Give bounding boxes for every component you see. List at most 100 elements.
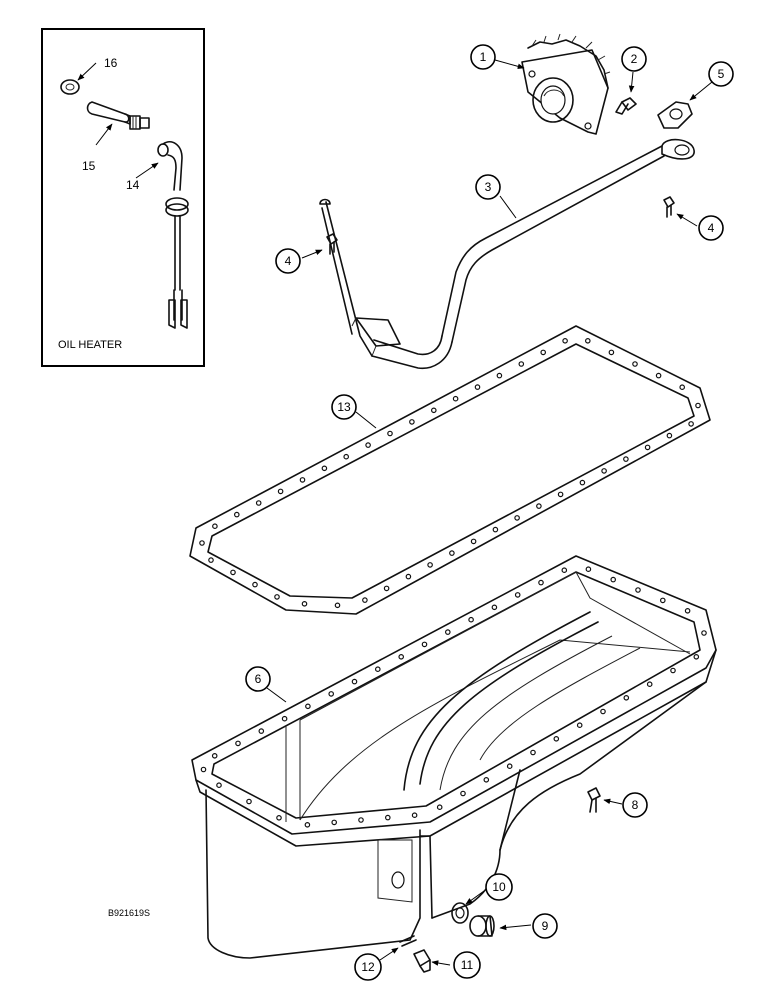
svg-text:1: 1 (480, 50, 487, 64)
pan-bolt-hole (646, 681, 653, 688)
gasket-bolt-hole (557, 491, 564, 498)
gasket-bolt-hole (514, 515, 520, 521)
gasket-bolt-hole (252, 581, 258, 588)
gasket-bolt-hole (365, 442, 371, 448)
gasket-bolt-hole (427, 562, 433, 568)
callout-8: 8 (622, 792, 648, 818)
inset-label-15: 15 (82, 159, 96, 173)
svg-text:8: 8 (632, 798, 639, 812)
svg-text:5: 5 (718, 67, 725, 81)
pan-bolt-hole (216, 782, 222, 789)
gasket-bolt-hole (230, 569, 236, 576)
pan-bolt-hole (670, 667, 676, 674)
pan-bolt-hole (693, 653, 700, 660)
pan-bolt-hole (211, 752, 218, 759)
pan-bolt-hole (411, 812, 418, 819)
oil-pan-gasket-drawing (189, 325, 711, 615)
pan-bolt-hole (460, 790, 466, 797)
svg-text:12: 12 (361, 960, 375, 974)
gasket-bolt-hole (321, 465, 328, 472)
pan-bolt-hole (200, 766, 207, 773)
pan-bolt-hole (600, 708, 606, 715)
pan-bolt-hole (305, 703, 311, 710)
callout-10: 10 (485, 873, 513, 901)
pan-bolt-hole (538, 579, 544, 586)
gasket-bolt-hole (409, 419, 415, 425)
washer-10-drawing (451, 902, 469, 924)
gasket-bolt-hole (208, 557, 214, 563)
pan-bolt-hole (276, 814, 282, 821)
pan-bolt-hole (436, 804, 443, 811)
gasket-bolt-hole (274, 594, 280, 600)
gasket-bolt-hole (623, 456, 629, 462)
gasket-bolt-hole (301, 600, 308, 607)
gasket-bolt-hole (536, 503, 542, 509)
drain-plug-9-drawing (469, 915, 495, 937)
pan-bolt-hole (468, 616, 474, 623)
gasket-bolt-hole (632, 361, 638, 367)
gasket-bolt-hole (234, 511, 240, 518)
pan-bolt-hole (374, 666, 381, 673)
svg-text:13: 13 (337, 400, 351, 414)
pan-bolt-hole (331, 819, 338, 826)
pan-bolt-hole (623, 694, 630, 701)
gasket-bolt-hole (695, 402, 701, 409)
oil-heater-inset: 16 15 14 OIL HEATER (41, 28, 205, 367)
svg-text:10: 10 (492, 880, 506, 894)
gasket-bolt-hole (299, 477, 306, 483)
gasket-bolt-hole (343, 453, 350, 460)
bolt-8-drawing (587, 787, 601, 813)
gasket-bolt-hole (387, 430, 393, 437)
pan-bolt-hole (421, 641, 428, 648)
callout-1: 1 (470, 44, 496, 70)
gasket-bolt-hole (470, 538, 477, 545)
pan-bolt-hole (351, 678, 358, 685)
inset-label-16: 16 (104, 56, 118, 70)
pan-bolt-hole (483, 776, 490, 783)
pan-bolt-hole (246, 798, 252, 805)
pan-bolt-hole (553, 735, 560, 742)
pan-bolt-hole (506, 763, 513, 770)
gasket-bolt-hole (452, 395, 459, 402)
gasket-5-drawing (657, 101, 693, 129)
gasket-bolt-hole (540, 349, 547, 356)
pan-bolt-hole (514, 592, 521, 598)
svg-text:11: 11 (461, 958, 474, 972)
pan-bolt-hole (585, 566, 592, 573)
callout-2: 2 (621, 46, 647, 72)
oil-pickup-tube-drawing (319, 138, 695, 370)
callout-9: 9 (532, 913, 558, 939)
pan-bolt-hole (304, 821, 311, 828)
gasket-bolt-hole (492, 526, 499, 533)
gasket-bolt-hole (518, 361, 525, 367)
gasket-bolt-hole (688, 421, 694, 427)
seal-12-drawing (399, 935, 417, 947)
pan-bolt-hole (610, 576, 617, 583)
inset-label-14: 14 (126, 178, 140, 192)
gasket-bolt-hole (562, 337, 568, 344)
callout-12: 12 (354, 953, 382, 981)
gasket-bolt-hole (496, 372, 503, 379)
gasket-bolt-hole (334, 602, 341, 609)
callout-5: 5 (708, 61, 734, 87)
pan-bolt-hole (530, 749, 536, 756)
bolt-2-drawing (615, 97, 637, 115)
pan-bolt-hole (281, 715, 288, 722)
pan-bolt-hole (398, 653, 405, 660)
gasket-bolt-hole (644, 444, 651, 451)
leader-16 (77, 62, 97, 81)
gasket-bolt-hole (405, 573, 412, 580)
oil-pump-drawing (521, 33, 611, 135)
callout-4-left: 4 (275, 248, 301, 274)
pan-bolt-hole (635, 587, 641, 593)
heater-element-15-drawing (86, 101, 150, 130)
gasket-bolt-hole (601, 468, 607, 474)
inset-title: OIL HEATER (58, 339, 122, 351)
gasket-bolt-hole (655, 372, 662, 379)
gasket-bolt-hole (199, 540, 205, 546)
gasket-bolt-hole (679, 384, 686, 391)
gasket-bolt-hole (255, 500, 262, 506)
figure-id: B921619S (108, 908, 150, 918)
gasket-bolt-hole (430, 407, 437, 414)
